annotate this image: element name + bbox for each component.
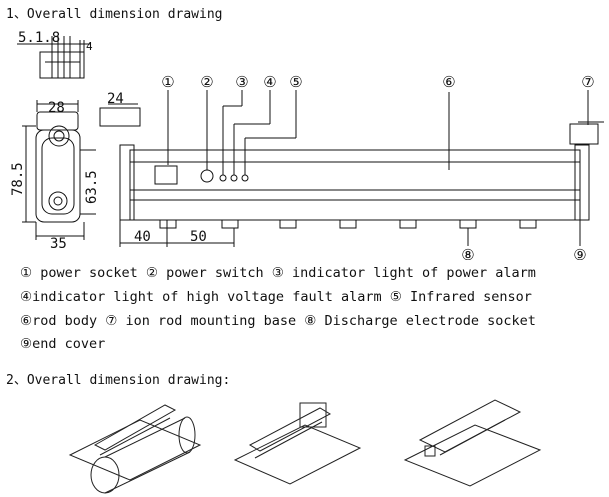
marker-2: ②: [200, 73, 213, 91]
legend-line-2: ④indicator light of high voltage fault a…: [20, 289, 532, 305]
connector-top-view: [17, 36, 90, 79]
dim-top-small: 5.1.8: [18, 30, 60, 46]
marker-7: ⑦: [581, 73, 594, 91]
legend-line-3: ⑥rod body ⑦ ion rod mounting base ⑧ Disc…: [20, 313, 536, 329]
dim-offset-40: 40: [134, 229, 151, 245]
marker-5: ⑤: [289, 73, 302, 91]
rod-front-view: [99, 103, 604, 247]
dim-offset-50: 50: [190, 229, 207, 245]
section-1-heading: 1、Overall dimension drawing: [6, 7, 223, 22]
dim-height-inner: 63.5: [84, 170, 100, 204]
dim-height-total: 78.5: [10, 162, 26, 196]
dim-width-top: 28: [48, 100, 65, 116]
illustration-bracket: [233, 402, 362, 485]
legend-line-1: ① power socket ② power switch ③ indicato…: [20, 265, 536, 281]
profile-side-view: [22, 100, 96, 240]
illustration-board: [403, 399, 542, 487]
marker-8: ⑧: [461, 246, 474, 260]
marker-4: ④: [263, 73, 276, 91]
marker-3: ③: [235, 73, 248, 91]
marker-9: ⑨: [573, 246, 586, 260]
dim-bracket-width: 24: [107, 91, 124, 107]
section-2-heading: 2、Overall dimension drawing:: [6, 373, 231, 388]
leader-lines: [167, 90, 589, 246]
dim-width-bottom: 35: [50, 236, 67, 252]
electrode-sockets: [159, 219, 537, 229]
marker-6: ⑥: [442, 73, 455, 91]
illustration-roller: [68, 404, 202, 494]
marker-1: ①: [161, 73, 174, 91]
dimension-drawing: ① ② ③ ④ ⑤ ⑥ ⑦ ⑧ ⑨ 5.1.8 4 28 24 78.5 63.…: [10, 30, 604, 260]
dim-top-right: 4: [86, 40, 93, 53]
legend-line-4: ⑨end cover: [20, 336, 106, 352]
